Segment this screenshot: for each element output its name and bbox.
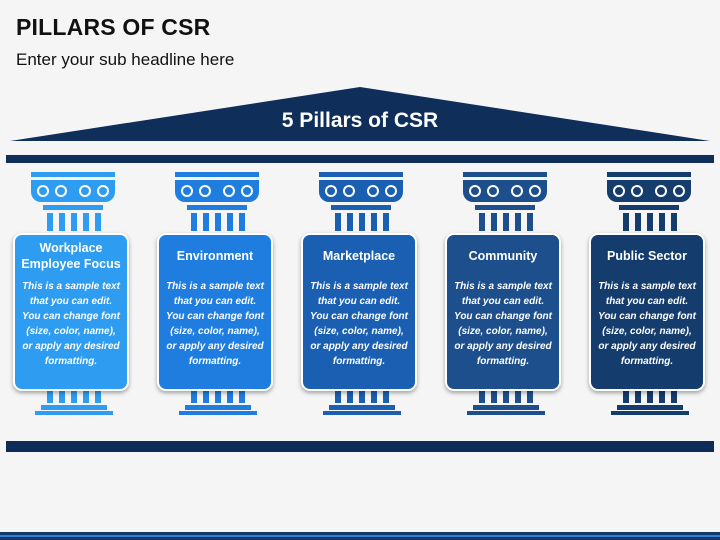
foundation-bar [6, 441, 714, 452]
pillar-text: This is a sample text that you can edit.… [454, 281, 552, 367]
ionic-column-icon [319, 172, 403, 231]
pillar-text: This is a sample text that you can edit.… [22, 281, 120, 367]
pillar-text: This is a sample text that you can edit.… [166, 281, 264, 367]
pillar-title: Community [468, 249, 538, 263]
column-base [323, 387, 401, 415]
pillar-title: Public Sector [607, 249, 687, 263]
pillar-card: Public Sector This is a sample text that… [589, 233, 705, 391]
roof-pediment [10, 87, 710, 141]
pillar-public-sector: Public Sector This is a sample text that… [589, 172, 709, 442]
column-base [611, 387, 689, 415]
pillar-text: This is a sample text that you can edit.… [598, 281, 696, 367]
pillar-marketplace: Marketplace This is a sample text that y… [301, 172, 421, 442]
ionic-column-icon [31, 172, 115, 231]
roof-beam [6, 155, 714, 163]
page-subtitle: Enter your sub headline here [16, 50, 235, 69]
column-base [35, 387, 113, 415]
footer-strip [0, 532, 720, 540]
roof-label: 5 Pillars of CSR [281, 109, 439, 132]
pillar-card: Environment This is a sample text that y… [157, 233, 273, 391]
pillar-title: Marketplace [322, 249, 396, 263]
page-title: PILLARS OF CSR [16, 14, 211, 40]
pillar-card: Community This is a sample text that you… [445, 233, 561, 391]
column-base [467, 387, 545, 415]
pillar-title: Environment [176, 249, 254, 263]
pillar-workplace: Workplace Employee Focus This is a sampl… [13, 172, 133, 442]
ionic-column-icon [175, 172, 259, 231]
pillar-card: Workplace Employee Focus This is a sampl… [13, 233, 129, 391]
pillar-title: Workplace Employee Focus [21, 241, 121, 271]
pillar-community: Community This is a sample text that you… [445, 172, 565, 442]
ionic-column-icon [463, 172, 547, 231]
pillar-text: This is a sample text that you can edit.… [310, 281, 408, 367]
ionic-column-icon [607, 172, 691, 231]
column-base [179, 387, 257, 415]
pillar-card: Marketplace This is a sample text that y… [301, 233, 417, 391]
pillar-environment: Environment This is a sample text that y… [157, 172, 277, 442]
roof [6, 87, 714, 163]
